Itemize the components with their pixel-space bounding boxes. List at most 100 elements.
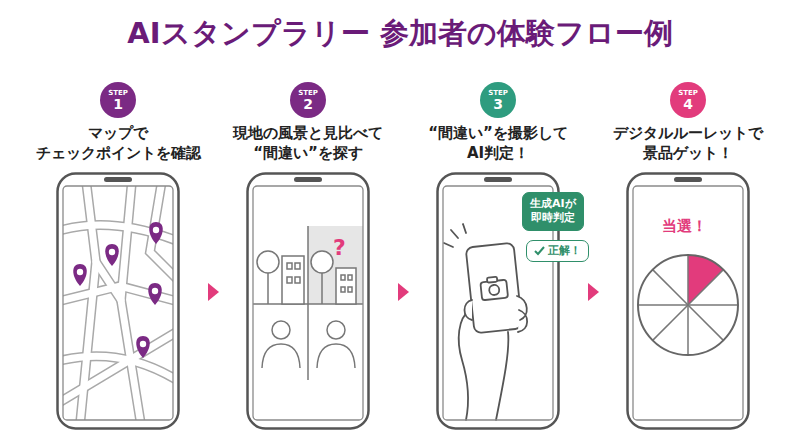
- check-mark: [535, 247, 544, 254]
- spoke: [688, 270, 723, 305]
- phone-screen: [253, 186, 363, 420]
- motion-line: [444, 243, 453, 247]
- phone-body: [248, 174, 369, 429]
- phone-screen: [63, 186, 173, 420]
- step-badge: STEP4: [670, 82, 706, 118]
- step-heading: マップで チェックポイントを確認: [23, 123, 213, 164]
- arrow-head: [208, 283, 219, 301]
- step-number: 3: [493, 97, 503, 112]
- hand: [459, 310, 470, 420]
- spoke: [688, 304, 738, 306]
- window: [287, 263, 292, 269]
- badge-circle: [480, 82, 516, 118]
- roulette-illustration: [638, 255, 738, 355]
- person-body: [262, 344, 300, 368]
- person-head: [327, 321, 345, 339]
- tree: [257, 251, 279, 273]
- phone-screen: [633, 186, 743, 420]
- road-outline: [63, 186, 173, 420]
- phone: マップで チェックポイントを確認: [56, 172, 180, 430]
- person-body: [317, 344, 355, 368]
- spoke: [687, 305, 689, 355]
- window: [295, 277, 300, 283]
- step-number: 4: [683, 97, 693, 112]
- step-badge: STEP1: [100, 82, 136, 118]
- flow-arrow: [208, 283, 219, 301]
- tree-trunk: [267, 272, 269, 304]
- step-number: 1: [113, 97, 123, 112]
- motion-line: [463, 224, 466, 233]
- window: [295, 263, 300, 269]
- step-word: STEP: [488, 89, 508, 97]
- flow-arrow: [398, 283, 409, 301]
- phone-body: [628, 174, 749, 429]
- win-label: 当選！: [662, 218, 707, 235]
- spoke: [653, 270, 688, 305]
- phone: デジタルルーレットで 景品ゲット！: [626, 172, 750, 430]
- tint-panel: [308, 226, 363, 304]
- title: AIスタンプラリー 参加者の体験フロー例: [0, 14, 800, 54]
- fingers: [517, 296, 527, 332]
- window: [348, 275, 352, 280]
- question-mark: ?: [333, 236, 346, 260]
- motion-line: [451, 230, 458, 238]
- step-badge: STEP2: [290, 82, 326, 118]
- flow-arrow: [588, 283, 599, 301]
- wrist: [496, 332, 508, 420]
- result-text: 正解！: [548, 244, 581, 258]
- spoke: [638, 304, 688, 306]
- step-heading: デジタルルーレットで 景品ゲット！: [593, 123, 783, 164]
- phone-outline: [626, 172, 750, 430]
- phone-outline: [246, 172, 370, 430]
- phone: “間違い”を撮影して AI判定！生成AIが 即時判定正解！: [436, 172, 560, 430]
- tree: [311, 251, 333, 273]
- hand-phone-illustration: [444, 224, 527, 420]
- step-number: 2: [303, 97, 313, 112]
- step-heading: 現地の風景と見比べて “間違い”を探す: [213, 123, 403, 164]
- map-pin: [149, 222, 163, 244]
- window: [348, 287, 352, 292]
- roulette-wheel: [638, 255, 738, 355]
- ai-bubble: 生成AIが 即時判定: [522, 192, 584, 231]
- thumb: [465, 300, 473, 320]
- road: [63, 186, 173, 420]
- person-head: [272, 321, 290, 339]
- phone-notch: [484, 177, 512, 182]
- camera-lens: [489, 284, 500, 295]
- map-pin: [105, 244, 119, 266]
- step-badge: STEP3: [480, 82, 516, 118]
- building: [282, 256, 304, 304]
- step-word: STEP: [108, 89, 128, 97]
- window: [287, 277, 292, 283]
- arrow-head: [398, 283, 409, 301]
- divider: [307, 226, 309, 380]
- phone-notch: [294, 177, 322, 182]
- arrow-head: [588, 283, 599, 301]
- phone-outline: [56, 172, 180, 430]
- map-pin: [136, 336, 150, 358]
- phone: 現地の風景と見比べて “間違い”を探す: [246, 172, 370, 430]
- held-phone: [466, 243, 523, 334]
- map-pin: [148, 283, 162, 305]
- map-illustration: [63, 186, 173, 420]
- spoke: [653, 305, 688, 340]
- phone-notch: [104, 177, 132, 182]
- tree-trunk: [321, 272, 323, 304]
- spoke: [687, 255, 689, 305]
- window: [341, 287, 345, 292]
- step-word: STEP: [298, 89, 318, 97]
- map-pin: [73, 264, 87, 286]
- building: [336, 268, 356, 304]
- correct-bubble: 正解！: [526, 240, 589, 262]
- badge-circle: [100, 82, 136, 118]
- bubble-text: 生成AIが 即時判定: [530, 197, 576, 226]
- phone-notch: [674, 177, 702, 182]
- winning-sector: [688, 255, 723, 305]
- step-word: STEP: [678, 89, 698, 97]
- step-heading: “間違い”を撮影して AI判定！: [403, 123, 593, 164]
- phone-body: [58, 174, 179, 429]
- camera-top: [487, 277, 497, 283]
- badge-circle: [670, 82, 706, 118]
